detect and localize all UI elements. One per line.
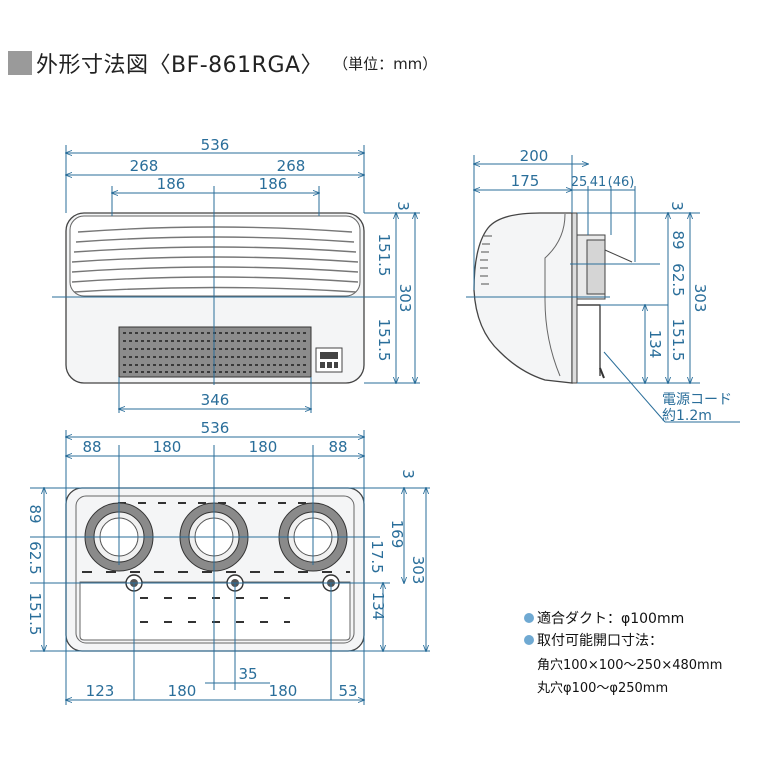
title-bar: 外形寸法図〈BF-861RGA〉 （単位：mm） <box>8 46 437 80</box>
front-dim-346: 346 <box>201 391 230 409</box>
front-dim-186-right: 186 <box>259 175 288 193</box>
front-dim-151-5-lower: 151.5 <box>375 319 393 362</box>
front-dim-268-right: 268 <box>277 157 306 175</box>
back-dim-180-bottom-right: 180 <box>269 682 298 700</box>
unit-label: （単位：mm） <box>333 54 438 73</box>
control-panel-button <box>320 362 325 368</box>
page-title: 外形寸法図〈BF-861RGA〉 <box>36 53 324 78</box>
side-dim-303: 303 <box>691 284 709 313</box>
note-opening-square: 角穴100×100〜250×480mm <box>537 658 722 673</box>
front-dim-3: 3 <box>394 201 412 211</box>
side-dim-3: 3 <box>668 201 686 211</box>
side-dim-151-5: 151.5 <box>669 319 687 362</box>
side-dim-175: 175 <box>511 172 540 190</box>
back-dim-17-5: 17.5 <box>368 540 386 573</box>
front-dim-186-left: 186 <box>157 175 186 193</box>
back-dim-134-right: 134 <box>369 592 387 621</box>
back-dim-88-right: 88 <box>328 438 347 456</box>
back-view: 536 88 180 180 88 89 62.5 151.5 3 17.5 1… <box>26 419 430 705</box>
control-panel-button <box>327 362 332 368</box>
note-bullet <box>524 635 534 645</box>
control-panel-display <box>320 352 338 359</box>
back-dashed-slots <box>82 502 350 623</box>
back-dim-180-bottom-left: 180 <box>168 682 197 700</box>
note-opening-title: 取付可能開口寸法： <box>537 633 663 649</box>
side-inner-curve <box>544 213 566 377</box>
back-dim-536: 536 <box>201 419 230 437</box>
side-cord-plug <box>599 367 605 379</box>
title-marker-square <box>8 51 32 75</box>
cord-leader-line <box>603 351 666 423</box>
back-dim-53: 53 <box>338 682 357 700</box>
side-power-cord <box>577 304 601 376</box>
back-dim-169: 169 <box>388 520 406 549</box>
back-dim-3-right: 3 <box>399 469 417 479</box>
side-dim-62-5: 62.5 <box>669 263 687 296</box>
side-duct-flange <box>604 249 633 263</box>
note-duct: 適合ダクト：φ100mm <box>537 610 684 627</box>
side-wall-plate <box>571 212 578 384</box>
control-panel-button <box>334 362 338 368</box>
spec-notes: 適合ダクト：φ100mm 取付可能開口寸法： 角穴100×100〜250×480… <box>524 610 722 696</box>
side-dim-89: 89 <box>669 230 687 249</box>
back-dim-180-left: 180 <box>153 438 182 456</box>
back-dim-88-left: 88 <box>82 438 101 456</box>
side-duct-pipe <box>586 239 606 295</box>
front-view: 536 268 268 186 186 346 3 151.5 151.5 30… <box>52 136 420 413</box>
front-dim-303: 303 <box>396 284 414 313</box>
back-dim-62-5-left: 62.5 <box>26 541 44 574</box>
front-vent-grille <box>118 326 312 378</box>
note-opening-round: 丸穴φ100〜φ250mm <box>537 681 668 696</box>
side-dim-46: (46) <box>608 175 635 190</box>
back-dim-35: 35 <box>238 665 257 683</box>
back-dim-151-5-left: 151.5 <box>26 593 44 636</box>
back-dim-89-left: 89 <box>26 504 44 523</box>
side-view: 200 175 25 41 (46) 3 89 62.5 151.5 134 3… <box>466 147 740 424</box>
back-dim-180-right: 180 <box>249 438 278 456</box>
side-dim-134: 134 <box>646 330 664 359</box>
back-dim-123: 123 <box>86 682 115 700</box>
front-dim-151-5-upper: 151.5 <box>375 234 393 277</box>
back-inner-frame <box>75 495 355 644</box>
front-top-panel <box>69 215 361 297</box>
cord-length: 約1.2m <box>662 408 712 424</box>
side-dim-41: 41 <box>590 175 607 190</box>
front-louvers <box>71 226 359 293</box>
note-bullet <box>524 613 534 623</box>
front-vent-grille-holes <box>123 332 307 373</box>
cord-label: 電源コード <box>662 392 732 408</box>
control-panel <box>315 347 343 373</box>
side-dim-25: 25 <box>571 175 588 190</box>
front-dim-536: 536 <box>201 136 230 154</box>
back-inner-lower-panel <box>79 581 351 641</box>
back-dim-303-right: 303 <box>409 556 427 585</box>
side-body-outline <box>473 212 573 384</box>
side-louvers <box>480 235 492 285</box>
side-dim-200: 200 <box>520 147 549 165</box>
front-dim-268-left: 268 <box>130 157 159 175</box>
